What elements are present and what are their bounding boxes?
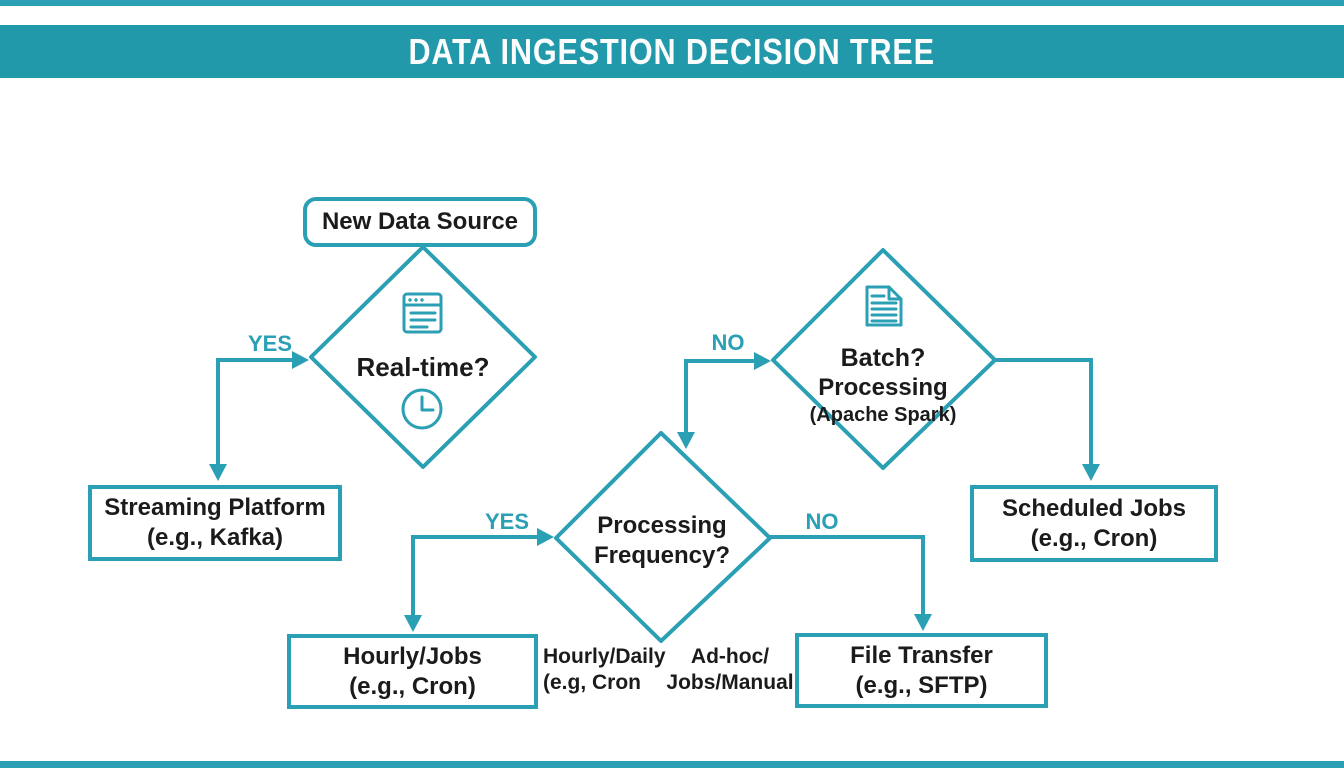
edge-label-realtime-no: NO (711, 330, 745, 355)
browser-window-icon (402, 292, 443, 334)
node-file-transfer: File Transfer (e.g., SFTP) (795, 633, 1048, 708)
edge-realtime-no (677, 352, 771, 449)
node-scheduled-jobs: Scheduled Jobs (e.g., Cron) (970, 485, 1218, 562)
edge-label-frequency-no: NO (805, 509, 839, 534)
node-label-line1: Streaming Platform (104, 494, 326, 521)
page-title: DATA INGESTION DECISION TREE (408, 30, 936, 72)
decision-realtime-label: Real-time? (356, 352, 490, 382)
top-border-strip (0, 0, 1344, 6)
node-label-line1: File Transfer (850, 641, 993, 669)
frequency-label-line1: Processing (597, 512, 727, 539)
annotation-hourly-daily: Hourly/Daily (e.g, Cron (543, 644, 666, 696)
annotation-line1: Hourly/Daily (543, 645, 666, 668)
edge-label-realtime-yes: YES (247, 331, 293, 356)
frequency-label-line2: Frequency? (593, 542, 731, 569)
node-label-line1: Hourly/Jobs (343, 642, 482, 670)
decision-batch-label: Batch? Processing (Apache Spark) (783, 343, 983, 428)
document-icon (865, 285, 903, 327)
node-hourly-jobs: Hourly/Jobs (e.g., Cron) (287, 634, 538, 709)
title-banner: DATA INGESTION DECISION TREE (0, 25, 1344, 78)
edge-batch-to-scheduled (995, 358, 1100, 481)
decision-batch-diamond (771, 248, 997, 470)
node-label-line1: Scheduled Jobs (1001, 494, 1187, 522)
arrowhead-down-icon (209, 464, 227, 481)
edge-realtime-yes (209, 351, 309, 481)
edge-label-frequency-yes: YES (484, 509, 530, 534)
edge-frequency-yes (404, 528, 554, 632)
arrowhead-right-icon (754, 352, 771, 370)
batch-label-line3: (Apache Spark) (809, 404, 957, 426)
arrowhead-down-icon (914, 614, 932, 631)
edge-frequency-no (770, 535, 932, 631)
annotation-line2: (e.g, Cron (543, 671, 641, 694)
decision-realtime-diamond (309, 245, 537, 469)
arrowhead-down-icon (1082, 464, 1100, 481)
node-label-line2: (e.g., Cron) (1030, 524, 1158, 552)
annotation-line1: Ad-hoc/ (690, 645, 770, 668)
annotation-line2: Jobs/Manual (666, 671, 794, 694)
arrowhead-right-icon (292, 351, 309, 369)
bottom-border-strip (0, 761, 1344, 768)
node-new-data-source: New Data Source (303, 197, 537, 247)
node-label-line2: (e.g., Kafka) (146, 524, 284, 551)
batch-label-line1: Batch? (840, 344, 926, 372)
annotation-adhoc: Ad-hoc/ Jobs/Manual (655, 644, 805, 696)
batch-label-line2: Processing (818, 374, 948, 401)
arrowhead-down-icon (404, 615, 422, 632)
decision-frequency-diamond (554, 431, 772, 643)
node-label-line2: (e.g., Cron) (349, 672, 476, 700)
node-label: New Data Source (321, 208, 519, 235)
node-label-line2: (e.g., SFTP) (855, 671, 988, 699)
arrowhead-right-icon (537, 528, 554, 546)
node-streaming-platform: Streaming Platform (e.g., Kafka) (88, 485, 342, 561)
decision-frequency-label: Processing Frequency? (562, 511, 762, 571)
clock-icon (401, 388, 443, 430)
arrowhead-down-icon (677, 432, 695, 449)
